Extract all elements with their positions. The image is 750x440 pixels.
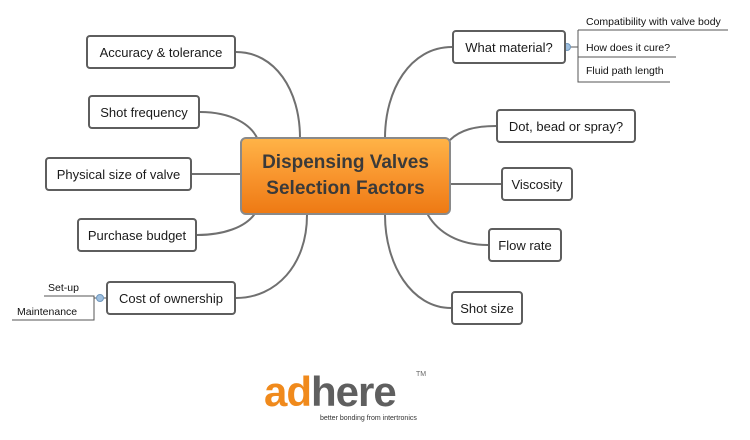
topic-shot-frequency-label: Shot frequency xyxy=(100,104,188,120)
topic-cost-of-ownership-label: Cost of ownership xyxy=(118,290,224,306)
topic-purchase-budget[interactable]: Purchase budget xyxy=(77,218,197,252)
logo-wordmark: adhere xyxy=(264,368,397,415)
connector-shot-size xyxy=(384,214,452,309)
topic-physical-size[interactable]: Physical size of valve xyxy=(45,157,192,191)
topic-accuracy-label: Accuracy & tolerance xyxy=(99,44,223,60)
topic-purchase-budget-label: Purchase budget xyxy=(87,227,187,243)
topic-flow-rate-label: Flow rate xyxy=(498,237,552,253)
topic-shot-size-label: Shot size xyxy=(460,300,514,316)
logo-wordmark-here: here xyxy=(311,368,397,415)
cost-fold-marker xyxy=(96,294,104,302)
connector-material xyxy=(384,46,453,139)
central-topic-line2: Selection Factors xyxy=(266,178,425,199)
subtopic-fluid-path[interactable]: Fluid path length xyxy=(586,65,664,77)
subtopic-cure[interactable]: How does it cure? xyxy=(586,42,671,54)
topic-flow-rate[interactable]: Flow rate xyxy=(488,228,562,262)
connector-purchase-budget xyxy=(196,211,257,236)
logo-wordmark-ad: ad xyxy=(264,368,312,415)
connector-accuracy xyxy=(235,51,301,139)
topic-material[interactable]: What material? xyxy=(452,30,566,64)
logo-trademark: TM xyxy=(416,371,427,378)
connector-shot-frequency xyxy=(199,111,259,141)
connector-dot-bead-spray xyxy=(449,125,497,141)
material-subtopic-bracket xyxy=(566,29,728,83)
topic-shot-frequency[interactable]: Shot frequency xyxy=(88,95,200,129)
topic-accuracy[interactable]: Accuracy & tolerance xyxy=(86,35,236,69)
central-topic-line1: Dispensing Valves xyxy=(262,152,429,173)
topic-shot-size[interactable]: Shot size xyxy=(451,291,523,325)
subtopic-setup[interactable]: Set-up xyxy=(48,282,79,294)
topic-viscosity-label: Viscosity xyxy=(511,176,563,192)
central-topic[interactable]: Dispensing Valves Selection Factors xyxy=(240,137,451,215)
logo-tagline: better bonding from intertronics xyxy=(320,415,417,422)
connector-cost-of-ownership xyxy=(235,214,308,299)
subtopic-compatibility[interactable]: Compatibility with valve body xyxy=(586,16,721,28)
topic-dot-bead-spray-label: Dot, bead or spray? xyxy=(508,118,624,134)
adhere-logo: adhere TM better bonding from intertroni… xyxy=(264,370,439,430)
subtopic-maintenance[interactable]: Maintenance xyxy=(17,306,78,318)
topic-cost-of-ownership[interactable]: Cost of ownership xyxy=(106,281,236,315)
topic-dot-bead-spray[interactable]: Dot, bead or spray? xyxy=(496,109,636,143)
topic-viscosity[interactable]: Viscosity xyxy=(501,167,573,201)
topic-material-label: What material? xyxy=(465,39,553,55)
connector-flow-rate xyxy=(427,214,489,246)
topic-physical-size-label: Physical size of valve xyxy=(56,166,181,182)
